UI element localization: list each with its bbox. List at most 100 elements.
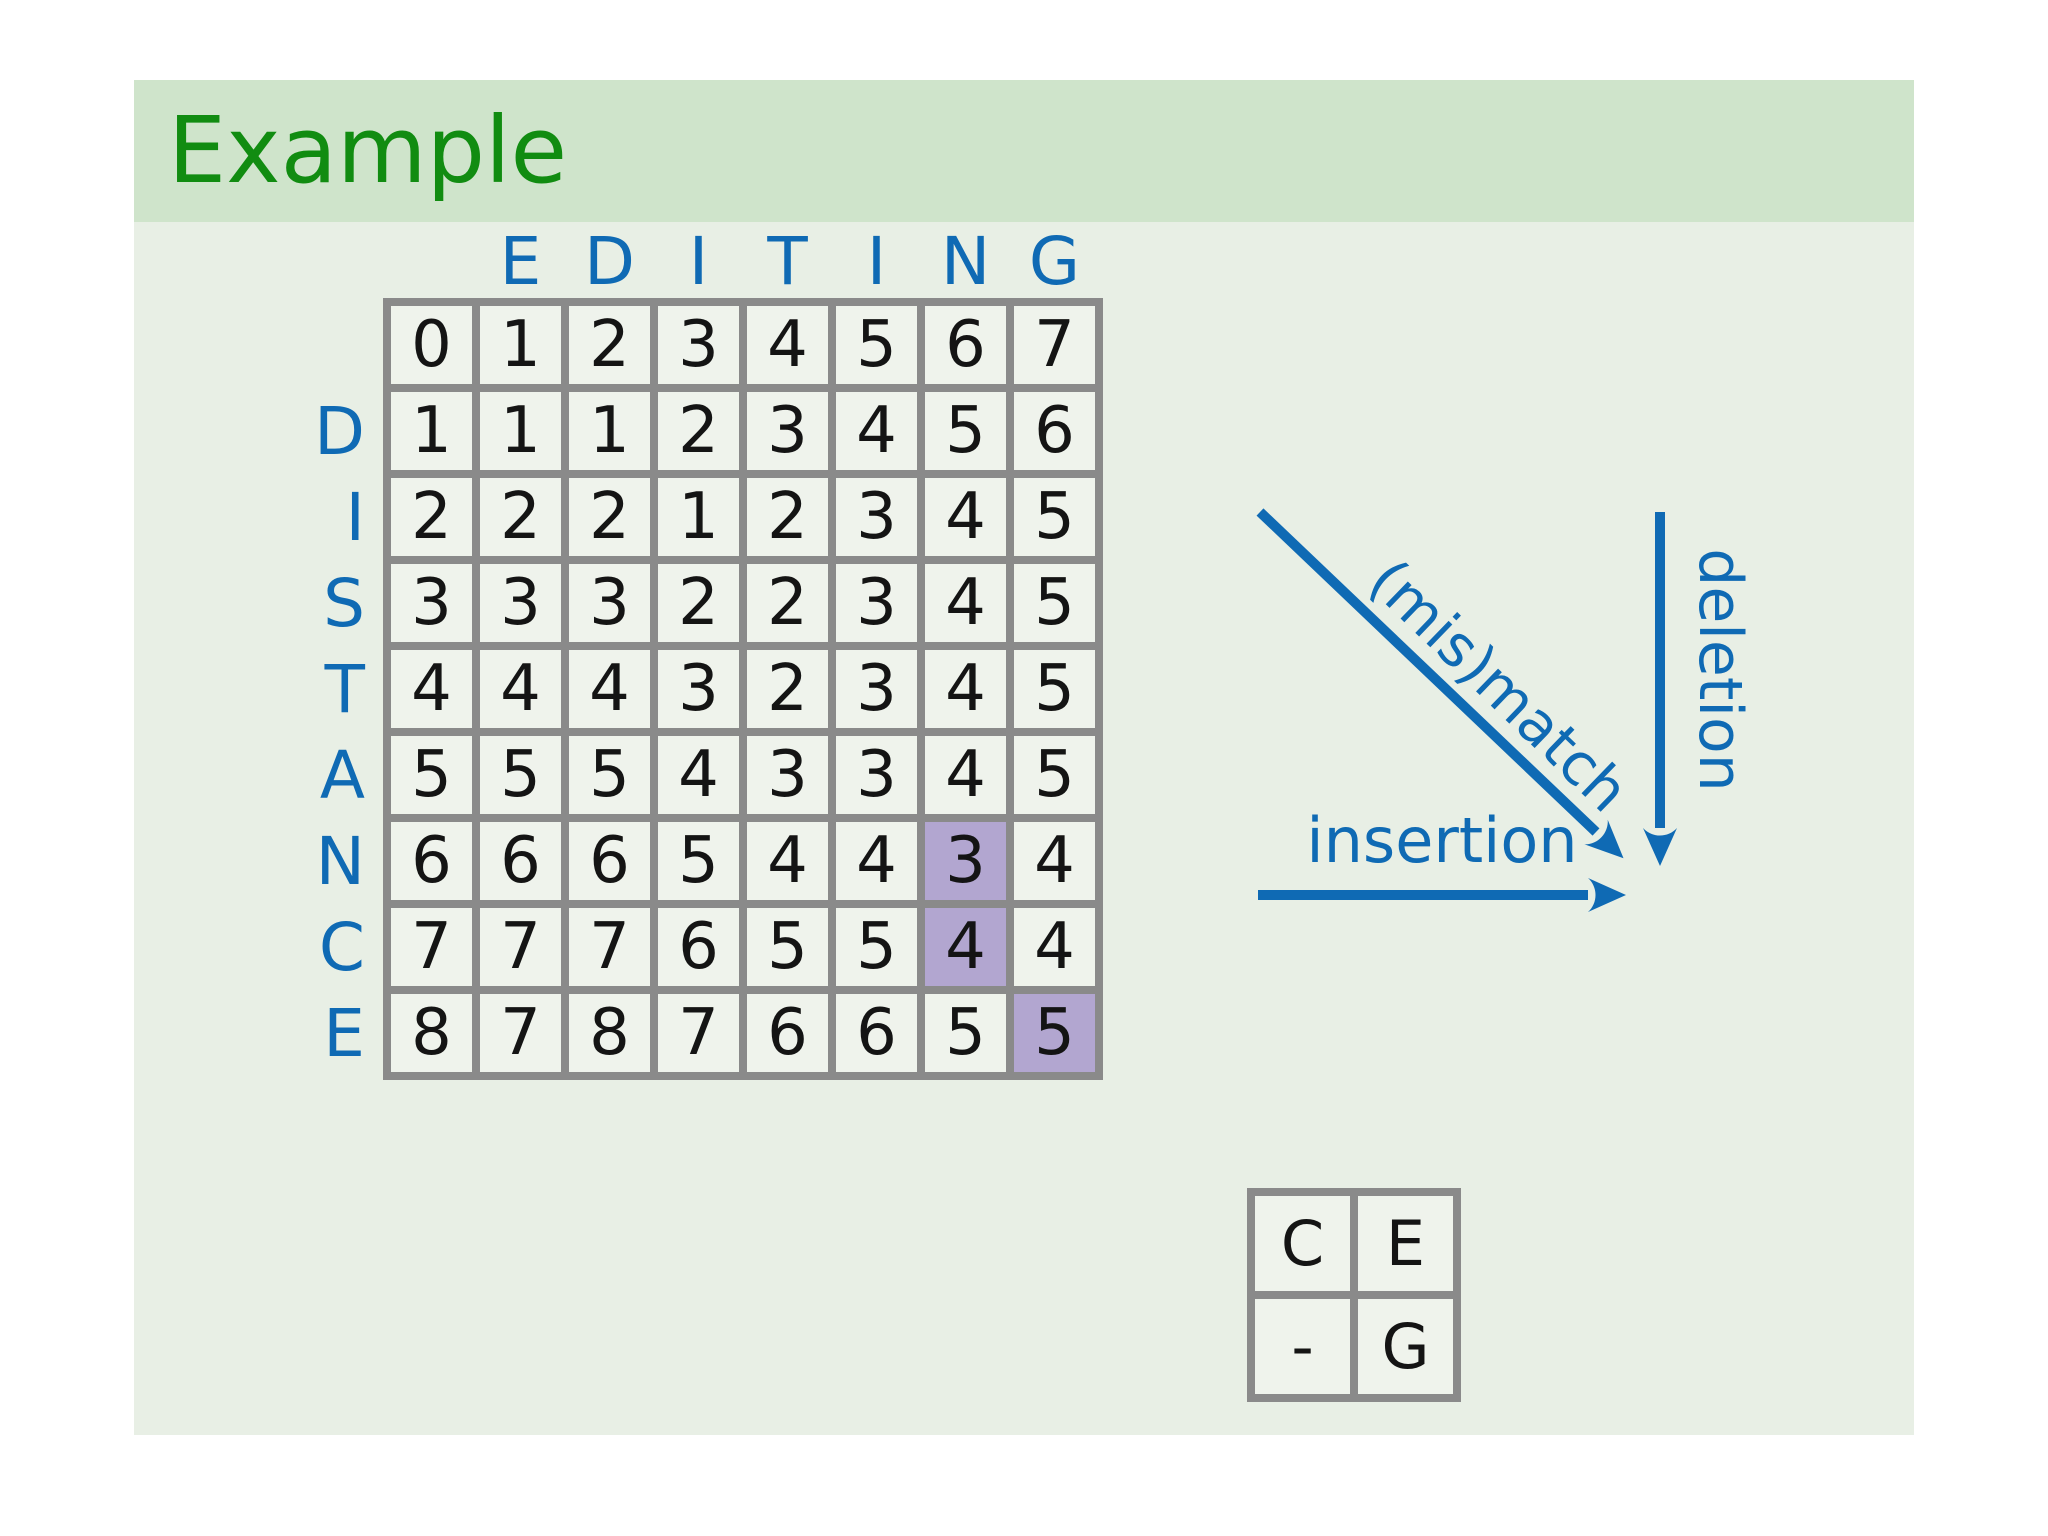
matrix-column-header: E: [499, 223, 542, 301]
operation-table-cell: E: [1358, 1196, 1453, 1291]
matrix-cell: 8: [391, 994, 472, 1072]
matrix-cell: 3: [658, 650, 739, 728]
matrix-row-label-empty: [239, 306, 379, 384]
matrix-cell: 6: [391, 822, 472, 900]
matrix-cell: 4: [747, 306, 828, 384]
matrix-cell: 8: [569, 994, 650, 1072]
matrix-cell: 3: [836, 736, 917, 814]
matrix-cell: 3: [836, 478, 917, 556]
matrix-cell: 4: [569, 650, 650, 728]
matrix-cell: 4: [925, 478, 1006, 556]
matrix-cell: 2: [391, 478, 472, 556]
matrix-cell-highlighted: 5: [1014, 994, 1095, 1072]
matrix-cell: 1: [658, 478, 739, 556]
matrix-cell: 2: [658, 564, 739, 642]
matrix-cell: 5: [391, 736, 472, 814]
matrix-cell: 6: [658, 908, 739, 986]
matrix-cell-highlighted: 4: [925, 908, 1006, 986]
matrix-cell: 2: [658, 392, 739, 470]
matrix-row-label: T: [324, 650, 365, 728]
matrix-column-header-empty: [391, 222, 472, 294]
matrix-cell: 6: [836, 994, 917, 1072]
matrix-cell: 6: [747, 994, 828, 1072]
matrix-cell: 5: [1014, 736, 1095, 814]
matrix-cell: 1: [391, 392, 472, 470]
matrix-cell: 2: [569, 478, 650, 556]
matrix-cell: 5: [925, 994, 1006, 1072]
matrix-cell: 6: [1014, 392, 1095, 470]
matrix-cell: 5: [1014, 650, 1095, 728]
matrix-cell: 5: [1014, 564, 1095, 642]
matrix-cell: 1: [480, 392, 561, 470]
matrix-column-header: N: [940, 223, 991, 301]
matrix-cell: 6: [569, 822, 650, 900]
matrix-cell: 3: [391, 564, 472, 642]
matrix-row-label: I: [345, 478, 365, 556]
matrix-cell: 2: [747, 564, 828, 642]
matrix-cell: 3: [658, 306, 739, 384]
matrix-cell: 6: [925, 306, 1006, 384]
matrix-cell: 7: [480, 908, 561, 986]
matrix-cell: 2: [747, 478, 828, 556]
matrix-cell: 2: [569, 306, 650, 384]
matrix-cell: 0: [391, 306, 472, 384]
matrix-cell: 5: [480, 736, 561, 814]
operation-table-cell: -: [1255, 1299, 1350, 1394]
matrix-cell: 4: [836, 392, 917, 470]
matrix-cell: 5: [1014, 478, 1095, 556]
matrix-cell: 3: [480, 564, 561, 642]
matrix-cell: 4: [1014, 908, 1095, 986]
matrix-cell: 3: [836, 564, 917, 642]
matrix-cell: 5: [836, 306, 917, 384]
matrix-row-label: S: [323, 564, 365, 642]
matrix-cell: 7: [391, 908, 472, 986]
matrix-cell: 5: [747, 908, 828, 986]
operation-table-cell: G: [1358, 1299, 1453, 1394]
matrix-cell: 1: [480, 306, 561, 384]
matrix-row-label: N: [315, 822, 365, 900]
matrix-row-label: A: [319, 736, 365, 814]
matrix-cell: 3: [747, 392, 828, 470]
matrix-row-label: C: [318, 908, 365, 986]
matrix-column-header: T: [767, 223, 808, 301]
matrix-cell: 4: [1014, 822, 1095, 900]
operation-table-cell: C: [1255, 1196, 1350, 1291]
matrix-cell: 3: [569, 564, 650, 642]
page-title: Example: [168, 97, 568, 204]
matrix-cell: 4: [658, 736, 739, 814]
matrix-cell: 1: [569, 392, 650, 470]
matrix-cell: 7: [569, 908, 650, 986]
matrix-column-header: G: [1028, 223, 1081, 301]
matrix-cell: 4: [925, 564, 1006, 642]
matrix-column-header: I: [866, 223, 887, 301]
matrix-cell: 4: [391, 650, 472, 728]
matrix-cell: 2: [480, 478, 561, 556]
matrix-cell: 4: [925, 650, 1006, 728]
matrix-cell-highlighted: 3: [925, 822, 1006, 900]
matrix-cell: 3: [747, 736, 828, 814]
matrix-cell: 4: [480, 650, 561, 728]
matrix-cell: 5: [925, 392, 1006, 470]
matrix-cell: 2: [747, 650, 828, 728]
matrix-cell: 3: [836, 650, 917, 728]
matrix-column-header: I: [688, 223, 709, 301]
matrix-row-label: E: [323, 994, 365, 1072]
matrix-cell: 7: [480, 994, 561, 1072]
matrix-cell: 7: [1014, 306, 1095, 384]
matrix-row-label: D: [314, 392, 365, 470]
matrix-cell: 4: [925, 736, 1006, 814]
matrix-cell: 4: [747, 822, 828, 900]
matrix-cell: 5: [658, 822, 739, 900]
matrix-cell: 5: [836, 908, 917, 986]
matrix-cell: 4: [836, 822, 917, 900]
matrix-cell: 6: [480, 822, 561, 900]
matrix-cell: 7: [658, 994, 739, 1072]
matrix-cell: 5: [569, 736, 650, 814]
matrix-column-header: D: [584, 223, 635, 301]
slide-title-bar: Example: [134, 80, 1914, 222]
